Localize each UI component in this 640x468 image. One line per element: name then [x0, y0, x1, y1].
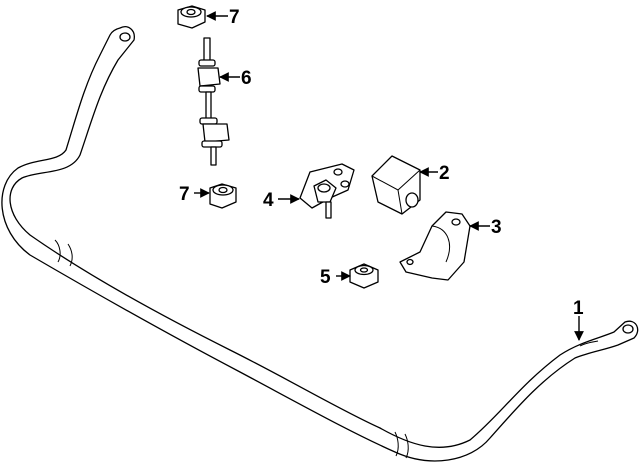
nut-top	[177, 5, 206, 29]
stabilizer-link	[197, 37, 230, 166]
callout-1: 1	[573, 298, 584, 341]
callout-7-lower: 7	[179, 184, 210, 205]
callout-5: 5	[320, 267, 351, 288]
nut-5	[349, 263, 379, 289]
callout-label: 7	[179, 184, 190, 205]
callout-2: 2	[419, 163, 450, 184]
callout-6: 6	[219, 68, 252, 89]
bushing	[371, 155, 421, 215]
callout-3: 3	[469, 217, 502, 238]
bracket	[299, 163, 355, 219]
callout-4: 4	[263, 190, 300, 211]
callout-label: 1	[573, 298, 584, 319]
callout-7-top: 7	[206, 7, 240, 28]
callout-label: 3	[491, 217, 502, 238]
callout-label: 6	[241, 68, 252, 89]
stabilizer-bar	[1, 26, 639, 462]
clamp	[399, 211, 471, 281]
callout-label: 4	[263, 190, 274, 211]
callout-label: 7	[229, 7, 240, 28]
callout-label: 2	[439, 163, 450, 184]
nut-lower	[209, 183, 237, 209]
callout-label: 5	[320, 267, 331, 288]
